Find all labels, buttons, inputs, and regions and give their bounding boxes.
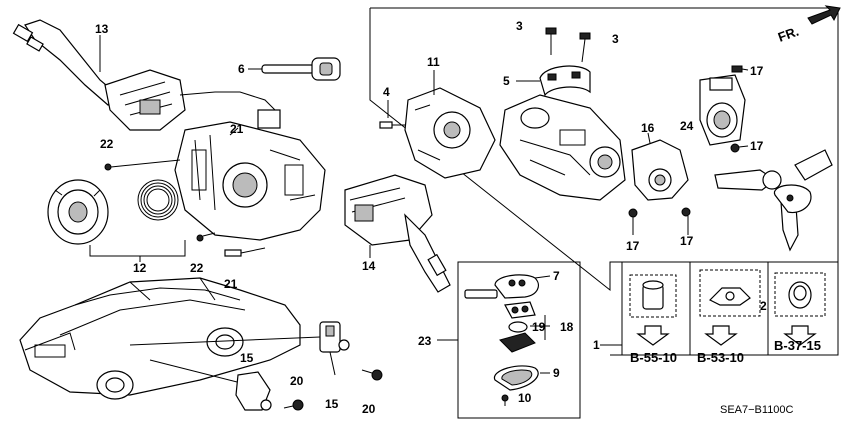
ref-box-b [699, 269, 761, 317]
label-22-bottom: 22 [190, 261, 204, 275]
bolt-3-right [579, 32, 591, 63]
leader-car-2 [149, 359, 246, 385]
leader-21a [229, 127, 239, 136]
label-3-left: 3 [516, 19, 523, 33]
column-housing [174, 121, 326, 241]
leader-7 [534, 275, 551, 279]
bolt-21 [224, 247, 266, 257]
label-22-top: 22 [100, 137, 114, 151]
bracket-12 [89, 240, 186, 257]
label-1: 1 [593, 338, 600, 352]
label-17-top: 17 [750, 64, 764, 78]
ref-b-55-10[interactable]: B-55-10 [630, 350, 677, 365]
label-17-right: 17 [680, 234, 694, 248]
latch-part [708, 287, 751, 306]
door-sensor-upper [319, 321, 350, 376]
bolt-20-lower [283, 399, 304, 411]
switch-connector [257, 109, 281, 129]
blank-key [261, 57, 341, 81]
label-15-left: 15 [240, 351, 254, 365]
clock-spring [47, 179, 109, 245]
bolt-20-upper [361, 369, 383, 381]
label-15-right: 15 [325, 397, 339, 411]
ref-arrow-a [636, 325, 670, 346]
combination-switch-stalk [12, 19, 186, 131]
ref-parts-box [621, 261, 839, 356]
ignition-switch [404, 87, 496, 179]
screw-17-left [628, 208, 638, 235]
screw-17-right [681, 207, 691, 235]
label-12: 12 [133, 261, 147, 275]
label-2: 2 [760, 299, 767, 313]
key-cylinder-cover [631, 139, 689, 201]
steering-lock [499, 94, 626, 201]
front-direction-label: FR. [776, 24, 801, 45]
door-sensor-lower [235, 371, 272, 411]
ref-box-a [629, 274, 677, 318]
label-3-right: 3 [612, 32, 619, 46]
coil-spring [137, 179, 179, 221]
switch-cable [179, 91, 276, 111]
label-24: 24 [680, 119, 694, 133]
label-11: 11 [427, 55, 440, 69]
diagram-code: SEA7−B1100C [720, 404, 794, 416]
sub-frame [610, 261, 623, 356]
key-buttons [499, 301, 536, 353]
label-20-right: 20 [362, 402, 376, 416]
screw-22-bottom [196, 232, 216, 242]
trunk-cylinder-part [788, 281, 812, 309]
label-21-bottom: 21 [224, 277, 238, 291]
label-4: 4 [383, 85, 390, 99]
wiper-switch [344, 174, 451, 293]
key-case [494, 365, 539, 391]
ref-arrow-b [704, 325, 738, 346]
label-13: 13 [95, 22, 109, 36]
ref-arrow-c [783, 325, 817, 346]
ref-b-37-15[interactable]: B-37-15 [774, 338, 821, 353]
label-19: 19 [532, 320, 546, 334]
leader-16 [647, 132, 651, 144]
leader-car-1 [129, 336, 321, 346]
clamp-5 [539, 65, 591, 97]
bolt-3-left [545, 27, 557, 55]
ref-box-c [774, 272, 826, 317]
ref-b-53-10[interactable]: B-53-10 [697, 350, 744, 365]
bolt-4 [379, 121, 405, 129]
ignition-keys [714, 149, 833, 252]
front-direction-arrow [807, 5, 841, 25]
label-6: 6 [238, 62, 245, 76]
label-18: 18 [560, 320, 574, 334]
label-7: 7 [553, 269, 560, 283]
label-14: 14 [362, 259, 376, 273]
screw-17-top [731, 65, 749, 73]
label-17-mid: 17 [750, 139, 764, 153]
key-cylinder-part [642, 280, 664, 310]
screw-10 [501, 394, 509, 406]
screw-22-top [104, 159, 181, 171]
label-23: 23 [418, 334, 432, 348]
label-20-left: 20 [290, 374, 304, 388]
label-17-left: 17 [626, 239, 640, 253]
label-16: 16 [641, 121, 655, 135]
label-9: 9 [553, 366, 560, 380]
vehicle-outline [19, 277, 301, 400]
remote-key [464, 274, 539, 299]
label-10: 10 [518, 391, 532, 405]
label-21-top: 21 [230, 122, 244, 136]
immobilizer-unit [699, 74, 746, 146]
label-5: 5 [503, 74, 510, 88]
screw-17-bottom [730, 143, 749, 153]
